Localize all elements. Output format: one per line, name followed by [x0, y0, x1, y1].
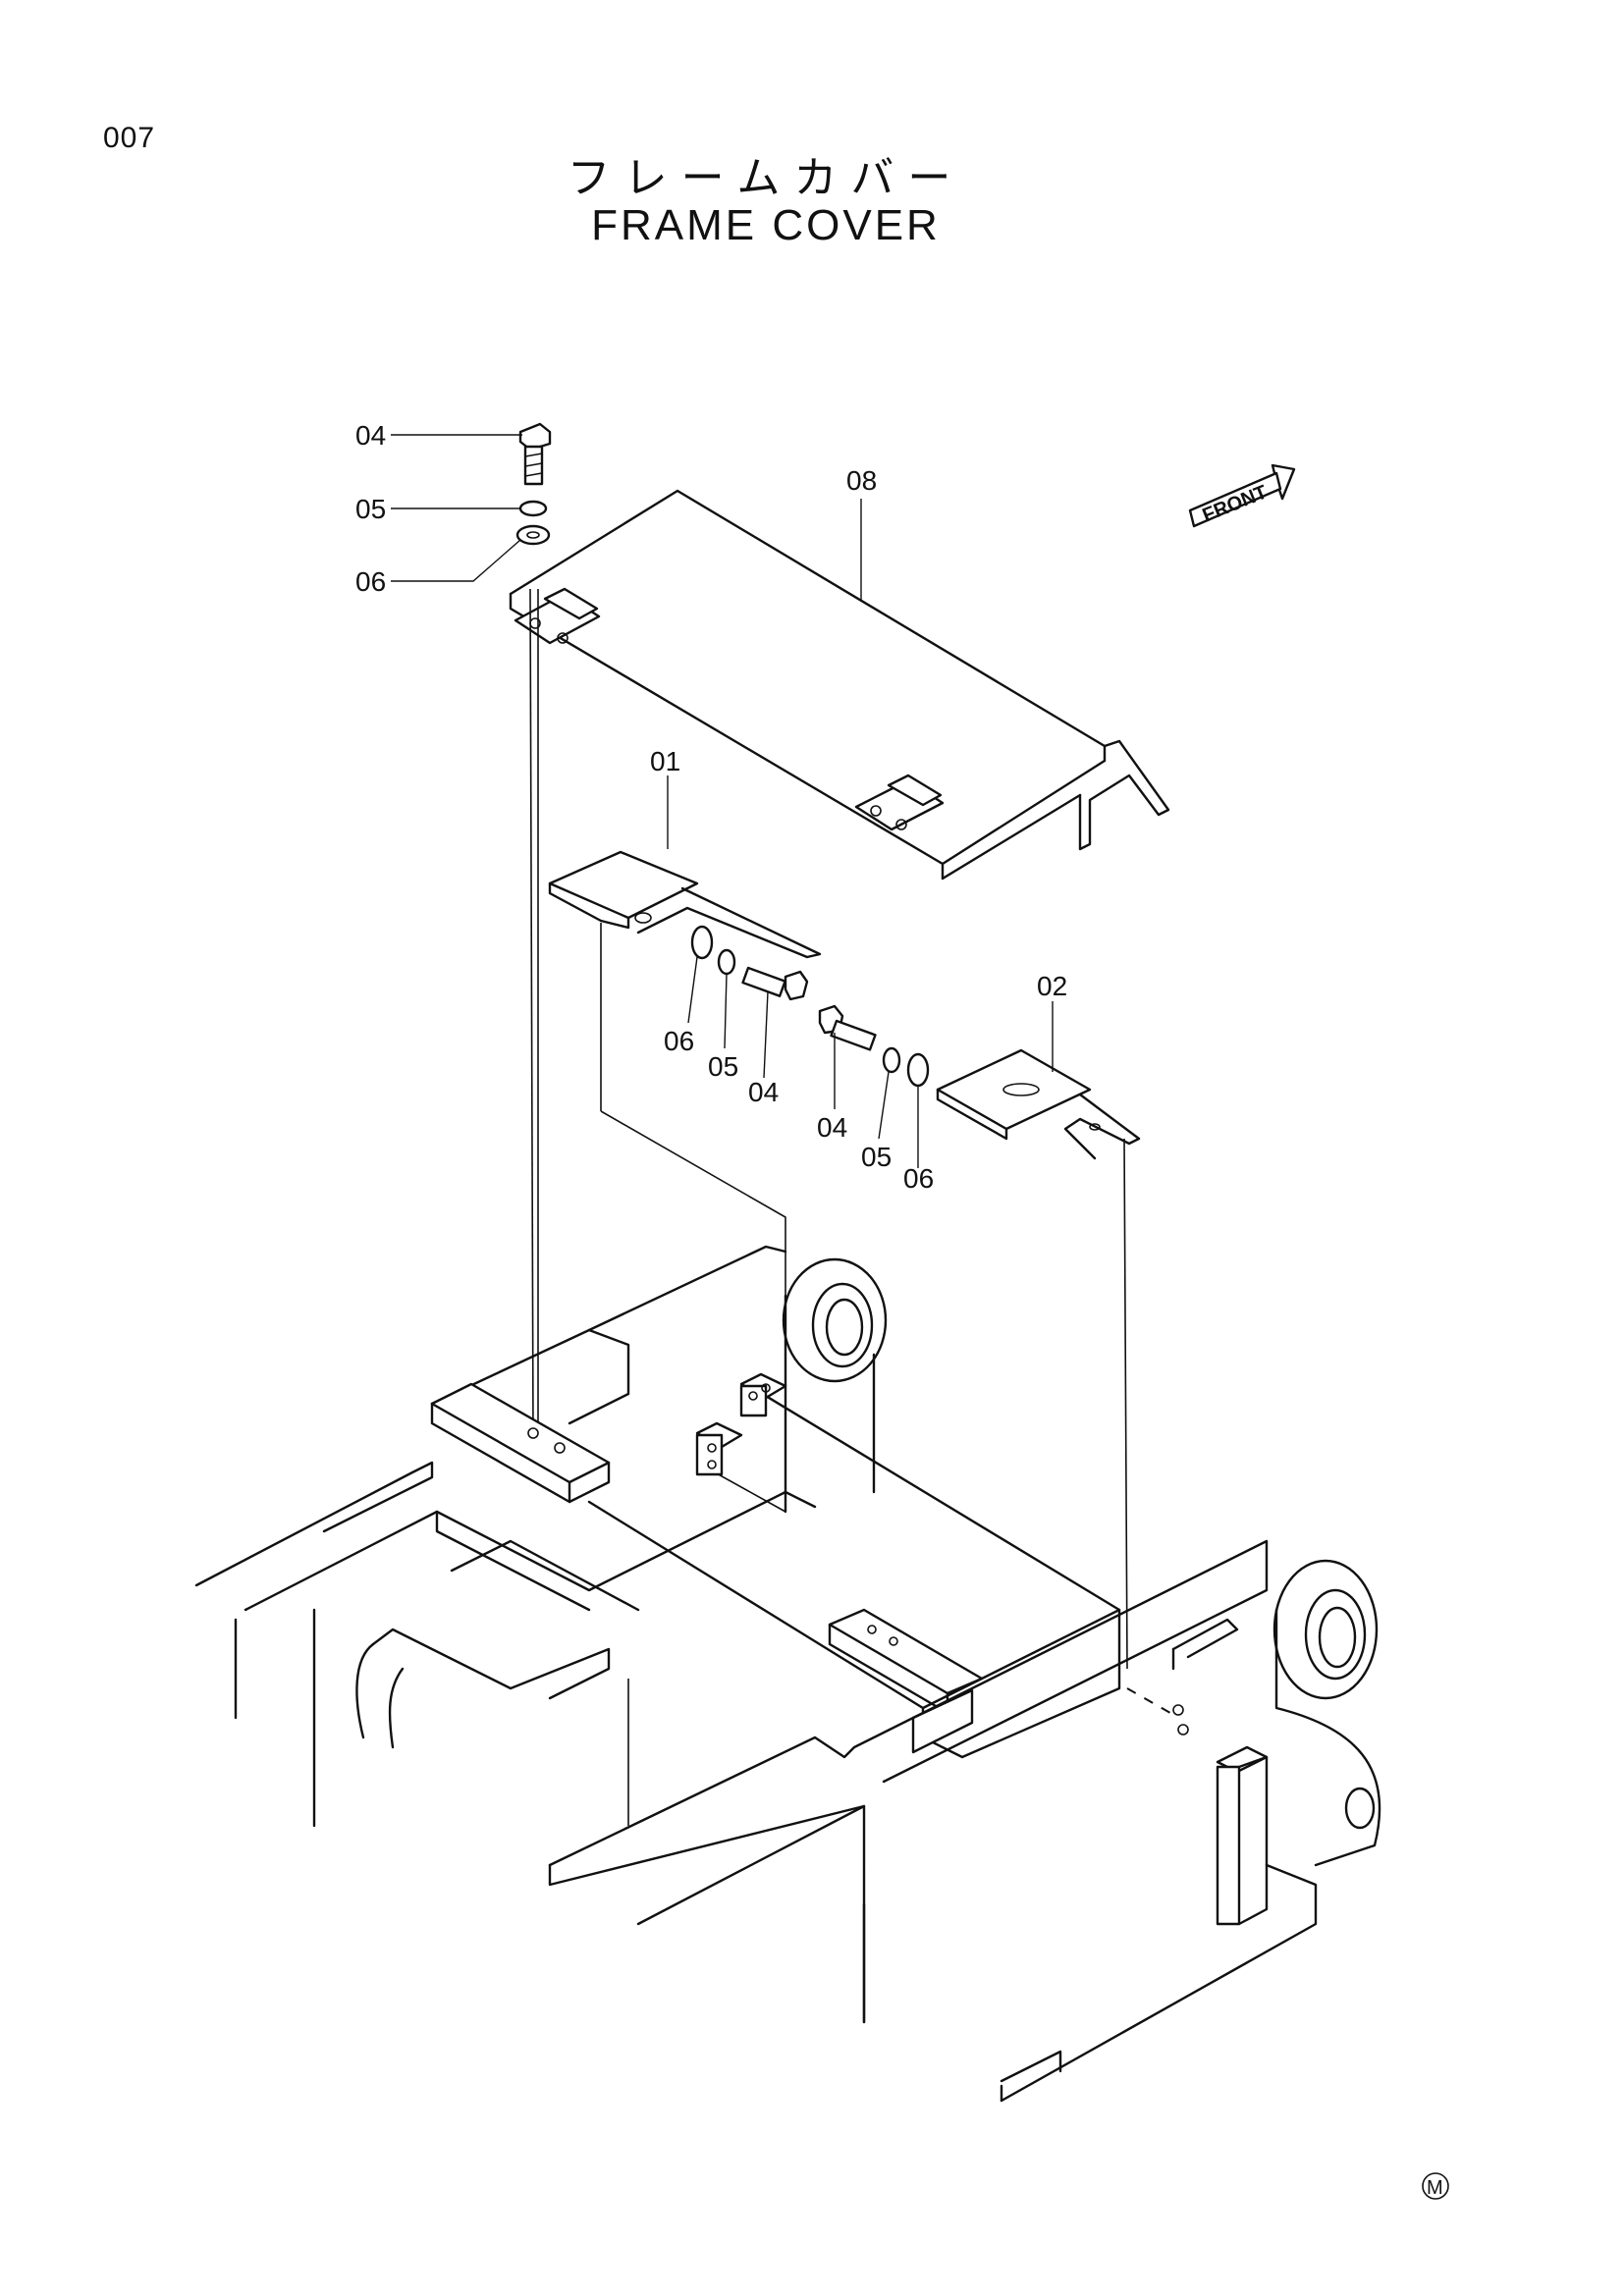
callout-top-05: 05	[355, 494, 386, 524]
flat-washer-top-icon	[515, 524, 551, 546]
bracket-02-part	[936, 1048, 1141, 1670]
front-direction-arrow-icon: FRONT	[1188, 463, 1296, 528]
title-english: FRAME COVER	[591, 201, 941, 249]
bolt-top-icon	[518, 422, 552, 486]
callout-left-04: 04	[748, 1077, 779, 1107]
page-number: 007	[103, 122, 156, 154]
callout-bracket-02: 02	[1037, 971, 1067, 1001]
m-mark-icon: M	[1422, 2172, 1449, 2200]
mark-symbol: M	[1427, 2177, 1443, 2199]
spring-washer-right-icon	[882, 1046, 901, 1074]
flat-washer-left-icon	[690, 925, 714, 960]
callout-bracket-01: 01	[650, 746, 680, 776]
frame-cover-part	[509, 489, 1170, 881]
callout-right-06: 06	[903, 1163, 934, 1194]
main-frame-part	[194, 1245, 1381, 2103]
bolt-right-icon	[818, 1004, 877, 1051]
callout-left-06: 06	[664, 1026, 694, 1056]
front-label: FRONT	[1200, 481, 1271, 526]
callout-top-06: 06	[355, 566, 386, 597]
spring-washer-left-icon	[717, 948, 736, 976]
spring-washer-top-icon	[518, 500, 548, 517]
flat-washer-right-icon	[906, 1052, 930, 1088]
callout-right-05: 05	[861, 1142, 892, 1172]
callout-right-04: 04	[817, 1112, 847, 1143]
title-japanese: フレームカバー	[567, 153, 965, 203]
callout-top-04: 04	[355, 420, 386, 451]
callout-left-05: 05	[708, 1051, 738, 1082]
callout-cover-08: 08	[846, 465, 877, 496]
bolt-left-icon	[741, 966, 809, 1001]
